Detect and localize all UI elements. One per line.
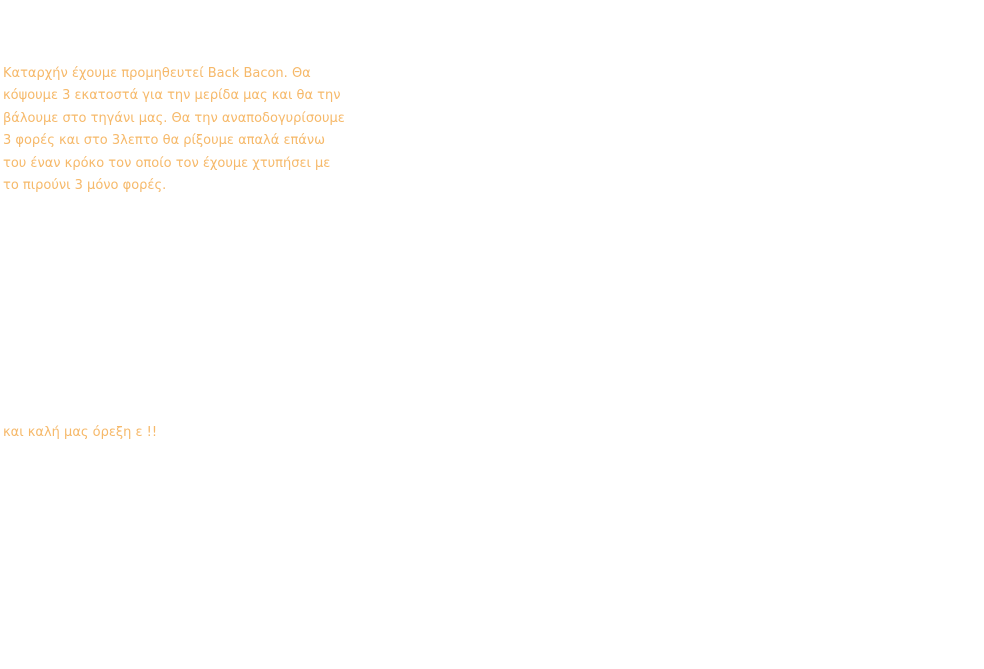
closing-line: και καλή μας όρεξη ε !! (3, 425, 158, 440)
recipe-line: βάλουμε στο τηγάνι μας. Θα την αναποδογυ… (3, 110, 345, 126)
recipe-line: Καταρχήν έχουμε προμηθευτεί Back Bacon. … (3, 66, 311, 81)
recipe-line: 3 φορές και στο 3λεπτο θα ρίξουμε απαλά … (3, 133, 326, 149)
recipe-line: του έναν κρόκο τον οποίο τον έχουμε χτυπ… (3, 155, 331, 171)
recipe-paragraph: Καταρχήν έχουμε προμηθευτεί Back Bacon. … (3, 63, 345, 197)
recipe-line: το πιρούνι 3 μόνο φορές. (3, 178, 167, 194)
recipe-line: κόψουμε 3 εκατοστά για την μερίδα μας κα… (3, 88, 341, 104)
